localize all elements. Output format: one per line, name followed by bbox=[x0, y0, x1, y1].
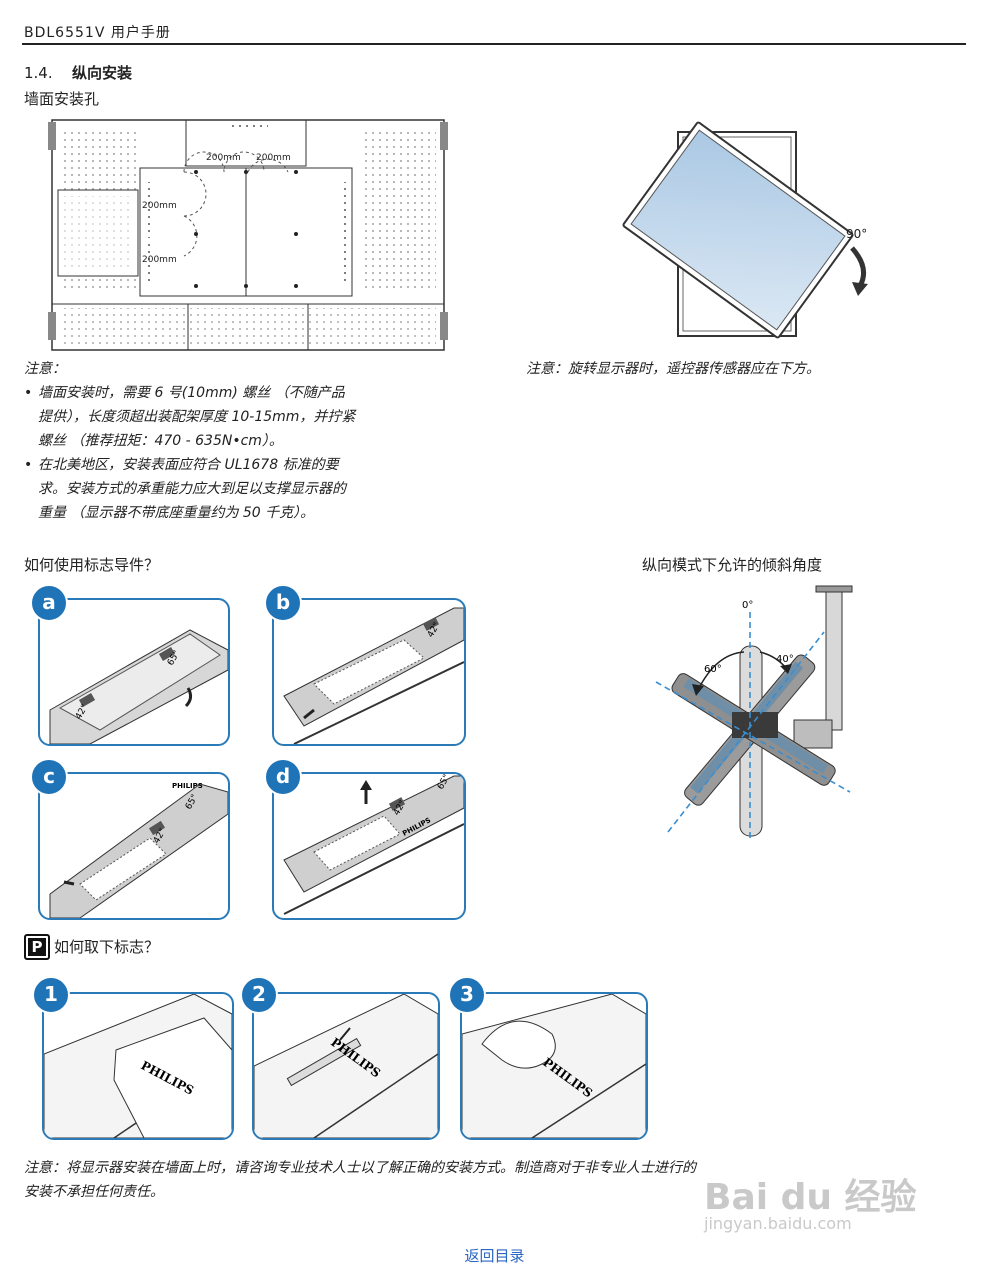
rotation-angle-label: 90° bbox=[846, 227, 867, 241]
dimension-label: 200mm bbox=[142, 255, 177, 265]
dimension-label: 200mm bbox=[256, 153, 291, 163]
note-line: 在北美地区，安装表面应符合 UL1678 标准的要 bbox=[38, 457, 339, 473]
note-bullet: 在北美地区，安装表面应符合 UL1678 标准的要 求。安装方式的承重能力应大到… bbox=[24, 453, 484, 525]
section-title: 纵向安装 bbox=[72, 64, 133, 82]
footer-note-line: 注意：将显示器安装在墙面上时，请咨询专业技术人士以了解正确的安装方式。制造商对于… bbox=[24, 1160, 696, 1176]
step-badge: c bbox=[30, 758, 68, 796]
brand-label: PHILIPS bbox=[172, 782, 203, 790]
section-heading: 1.4. 纵向安装 bbox=[24, 62, 132, 83]
remove-heading: 如何取下标志？ bbox=[54, 938, 160, 956]
note-line: 提供），长度须超出装配架厚度 10-15mm，并拧紧 bbox=[38, 409, 356, 425]
note-bullet: 墙面安装时，需要 6 号(10mm) 螺丝 （不随产品 提供），长度须超出装配架… bbox=[24, 381, 484, 453]
watermark-url: jingyan.baidu.com bbox=[704, 1214, 852, 1233]
step-badge: 2 bbox=[240, 976, 278, 1014]
tilt-angle-label: 40° bbox=[776, 654, 794, 665]
header-rule bbox=[22, 43, 966, 45]
dimension-label: 200mm bbox=[142, 201, 177, 211]
wall-mount-holes-diagram: 200mm 200mm 200mm 200mm bbox=[48, 119, 448, 351]
tilt-heading: 纵向模式下允许的倾斜角度 bbox=[642, 556, 823, 574]
note-line: 重量 （显示器不带底座重量约为 50 千克）。 bbox=[38, 505, 315, 521]
remove-step-3-panel: PHILIPS bbox=[460, 992, 648, 1140]
notes-heading: 注意： bbox=[24, 361, 66, 377]
tilt-angle-label: 60° bbox=[704, 664, 722, 675]
step-badge: 1 bbox=[32, 976, 70, 1014]
guide-step-b-panel: 42" bbox=[272, 598, 466, 746]
tilt-angle-label: 0° bbox=[742, 600, 753, 611]
step-badge: 3 bbox=[448, 976, 486, 1014]
guide-heading: 如何使用标志导件？ bbox=[24, 556, 160, 574]
rotation-diagram: 90° bbox=[622, 121, 868, 339]
step-badge: a bbox=[30, 584, 68, 622]
note-line: 螺丝 （推荐扭矩：470 - 635N•cm）。 bbox=[38, 433, 283, 449]
tip-icon: P bbox=[24, 934, 50, 960]
mount-notes: 注意： 墙面安装时，需要 6 号(10mm) 螺丝 （不随产品 提供），长度须超… bbox=[24, 357, 484, 525]
tip-icon-letter: P bbox=[28, 938, 46, 956]
guide-step-d-panel: 42" 65" PHILIPS bbox=[272, 772, 466, 920]
back-to-toc-link[interactable]: 返回目录 bbox=[464, 1247, 525, 1265]
section-subtitle: 墙面安装孔 bbox=[24, 90, 100, 108]
guide-step-a-panel: 42" 65" bbox=[38, 598, 230, 746]
document-header: BDL6551V 用户手册 bbox=[24, 25, 171, 41]
section-number: 1.4. bbox=[24, 64, 53, 82]
note-line: 求。安装方式的承重能力应大到足以支撑显示器的 bbox=[38, 481, 346, 497]
dimension-label: 200mm bbox=[206, 153, 241, 163]
footer-note-line: 安装不承担任何责任。 bbox=[24, 1184, 164, 1200]
remove-step-1-panel: PHILIPS bbox=[42, 992, 234, 1140]
step-badge: d bbox=[264, 758, 302, 796]
footer-note: 注意：将显示器安装在墙面上时，请咨询专业技术人士以了解正确的安装方式。制造商对于… bbox=[24, 1156, 974, 1204]
note-line: 墙面安装时，需要 6 号(10mm) 螺丝 （不随产品 bbox=[38, 385, 345, 401]
remove-step-2-panel: PHILIPS bbox=[252, 992, 440, 1140]
guide-step-c-panel: 42" 65" PHILIPS bbox=[38, 772, 230, 920]
rotation-note: 注意：旋转显示器时，遥控器传感器应在下方。 bbox=[526, 361, 820, 377]
tilt-angle-diagram: 0° 60° 40° bbox=[655, 585, 853, 838]
watermark-logo: Bai du 经验 bbox=[704, 1177, 917, 1218]
step-badge: b bbox=[264, 584, 302, 622]
